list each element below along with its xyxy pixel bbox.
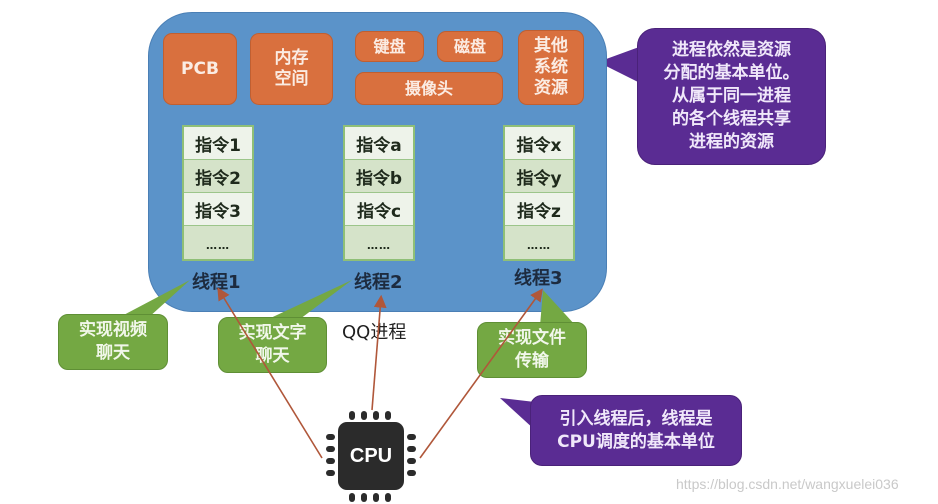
cpu-pin: [407, 470, 416, 476]
resource-pcb-label: PCB: [181, 58, 219, 79]
cpu-label: CPU: [349, 444, 393, 467]
cpu-pin: [373, 411, 379, 420]
watermark: https://blog.csdn.net/wangxuelei036: [676, 476, 899, 492]
resource-memory-label: 内存空间: [274, 48, 309, 89]
cpu-pin: [326, 458, 335, 464]
instruction-cell: 指令x: [505, 127, 573, 160]
instruction-cell-ellipsis: ……: [505, 226, 573, 259]
thread-2-instructions: 指令a 指令b 指令c ……: [343, 125, 415, 261]
instruction-cell: 指令a: [345, 127, 413, 160]
resource-note-line: 分配的基本单位。: [663, 63, 800, 83]
resource-note-line: 从属于同一进程: [672, 86, 791, 106]
cpu-note-line-2: CPU调度的基本单位: [557, 431, 715, 452]
resource-disk-label: 磁盘: [453, 37, 486, 56]
cpu-pin: [326, 446, 335, 452]
cpu-pin: [326, 434, 335, 440]
video-chat-callout: 实现视频 聊天: [58, 314, 168, 370]
instruction-cell: 指令1: [184, 127, 252, 160]
text-chat-line-2: 聊天: [255, 346, 290, 366]
thread-1-label: 线程1: [192, 272, 241, 293]
resource-camera-label: 摄像头: [404, 79, 453, 98]
cpu-pin: [407, 458, 416, 464]
file-transfer-line-1: 实现文件: [498, 328, 566, 348]
cpu-pin: [326, 470, 335, 476]
file-transfer-callout: 实现文件 传输: [477, 322, 587, 378]
thread-3-instructions: 指令x 指令y 指令z ……: [503, 125, 575, 261]
cpu-pin: [349, 411, 355, 420]
resource-note-line: 进程依然是资源: [672, 40, 791, 60]
thread-3-label: 线程3: [514, 268, 563, 289]
resource-note-line: 的各个线程共享: [672, 109, 791, 129]
resource-note-line: 进程的资源: [689, 132, 774, 152]
cpu-note-line-1: 引入线程后，线程是: [559, 408, 713, 429]
instruction-cell: 指令y: [505, 160, 573, 193]
thread-1-instructions: 指令1 指令2 指令3 ……: [182, 125, 254, 261]
text-chat-line-1: 实现文字: [238, 323, 307, 343]
resource-other-label: 其他系统资源: [534, 36, 568, 98]
resource-pcb: PCB: [163, 33, 237, 105]
text-chat-callout: 实现文字 聊天: [218, 317, 327, 373]
resource-disk: 磁盘: [437, 31, 503, 62]
cpu-pin: [373, 493, 379, 502]
instruction-cell: 指令2: [184, 160, 252, 193]
cpu-pin: [361, 411, 367, 420]
cpu-pin: [407, 434, 416, 440]
cpu-body: CPU: [338, 422, 404, 490]
resource-note-tail: [598, 46, 642, 84]
resource-keyboard: 键盘: [355, 31, 424, 62]
cpu-chip-icon: CPU: [324, 410, 418, 504]
resource-memory: 内存空间: [250, 33, 333, 105]
cpu-pin: [385, 411, 391, 420]
resource-keyboard-label: 键盘: [373, 37, 406, 56]
instruction-cell-ellipsis: ……: [184, 226, 252, 259]
cpu-pin: [361, 493, 367, 502]
cpu-pin: [407, 446, 416, 452]
process-label: QQ进程: [342, 322, 407, 343]
cpu-pin: [385, 493, 391, 502]
resource-note-callout: 进程依然是资源 分配的基本单位。 从属于同一进程 的各个线程共享 进程的资源: [637, 28, 826, 165]
resource-camera: 摄像头: [355, 72, 503, 105]
cpu-pin: [349, 493, 355, 502]
instruction-cell: 指令b: [345, 160, 413, 193]
resource-other: 其他系统资源: [518, 30, 584, 105]
instruction-cell: 指令3: [184, 193, 252, 226]
video-chat-line-1: 实现视频: [79, 320, 147, 340]
instruction-cell-ellipsis: ……: [345, 226, 413, 259]
cpu-note-callout: 引入线程后，线程是 CPU调度的基本单位: [530, 395, 742, 466]
file-transfer-line-2: 传输: [515, 351, 549, 371]
instruction-cell: 指令c: [345, 193, 413, 226]
instruction-cell: 指令z: [505, 193, 573, 226]
video-chat-line-2: 聊天: [96, 343, 130, 363]
thread-2-label: 线程2: [354, 272, 403, 293]
